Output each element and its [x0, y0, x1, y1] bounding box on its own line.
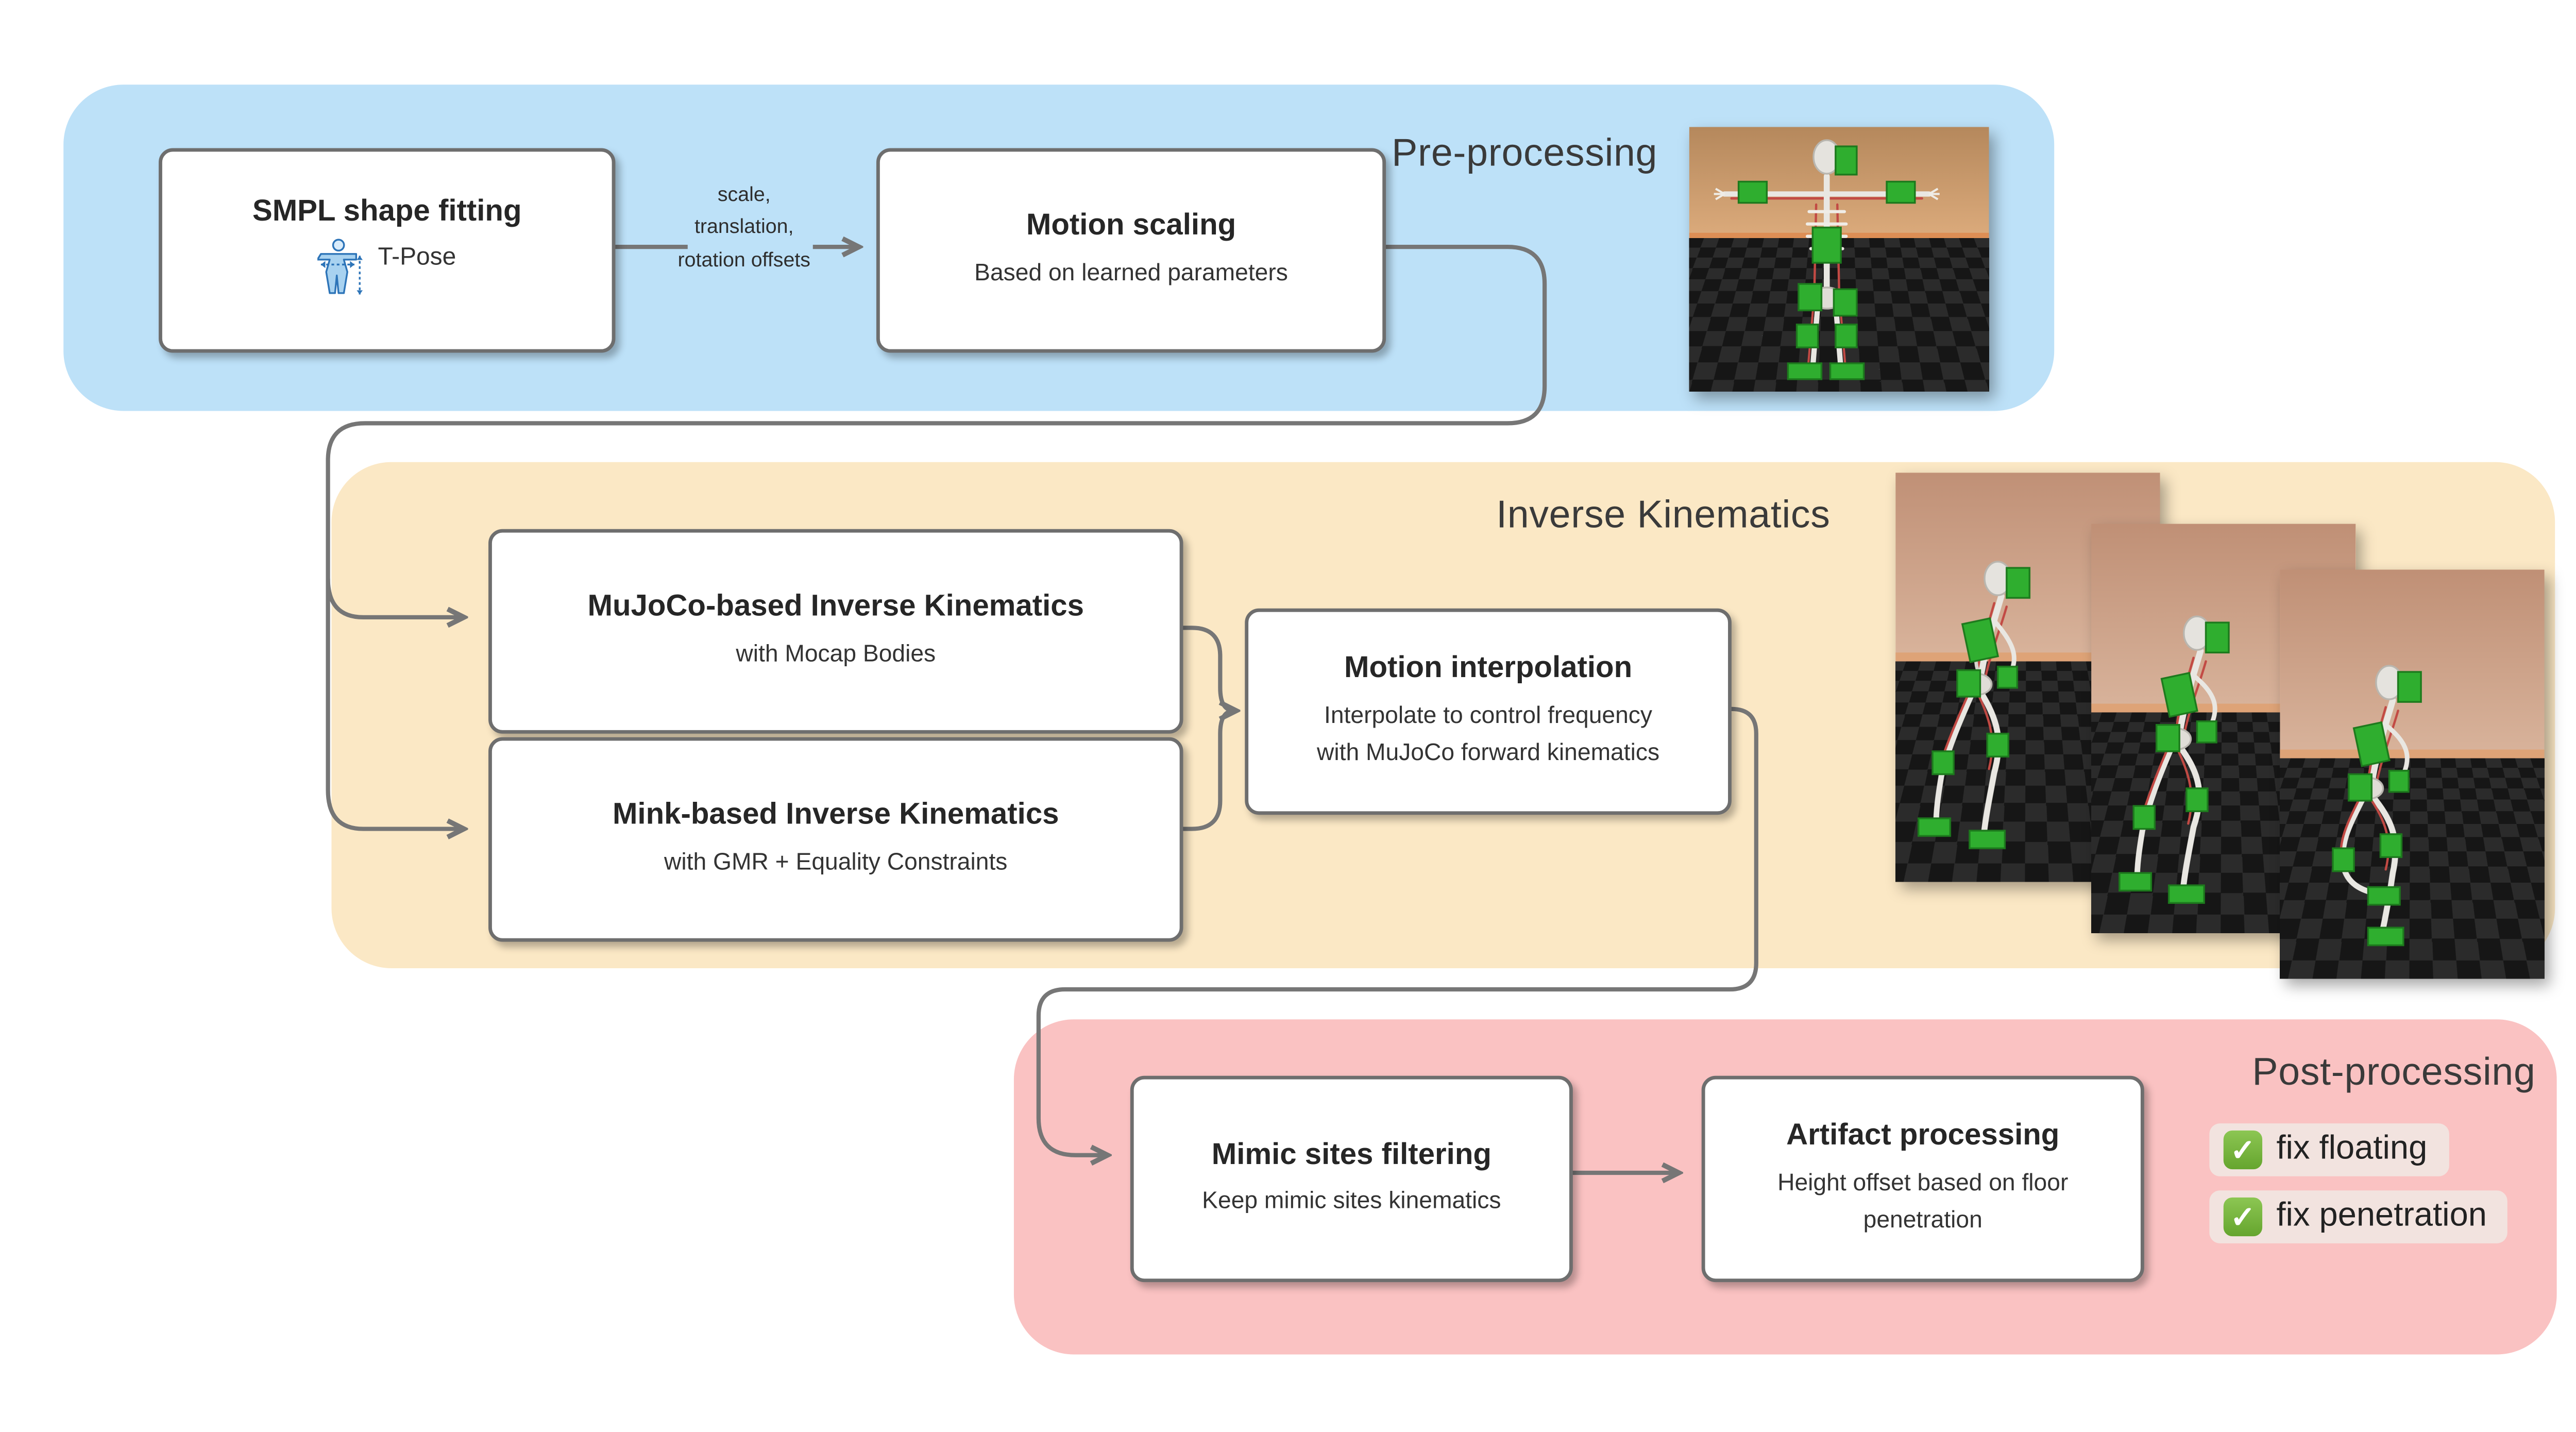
- postprocessing-label: Post-processing: [2252, 1049, 2536, 1093]
- tpose-skeleton-render: [1689, 127, 1989, 392]
- motion-interpolation-title: Motion interpolation: [1344, 651, 1633, 685]
- walking-skeleton-render-2: [2091, 524, 2356, 933]
- motion-interpolation-box: Motion interpolation Interpolate to cont…: [1245, 608, 1732, 815]
- mink-ik-box: Mink-based Inverse Kinematics with GMR +…: [488, 737, 1183, 942]
- inverse-kinematics-label: Inverse Kinematics: [1496, 492, 1831, 536]
- scale-translation-offsets-label: scale, translation, rotation offsets: [677, 185, 811, 272]
- walking-skeleton-render-3: [2280, 569, 2545, 979]
- tpose-skeleton-figure: [1714, 139, 1940, 380]
- smpl-box-caption: T-Pose: [378, 241, 456, 269]
- mujoco-ik-box: MuJoCo-based Inverse Kinematics with Moc…: [488, 529, 1183, 734]
- fix-penetration-badge: fix penetration: [2209, 1190, 2509, 1243]
- smpl-shape-fitting-box: SMPL shape fitting T-Pose: [159, 148, 616, 353]
- preprocessing-label: Pre-processing: [1392, 130, 1658, 175]
- mimic-sites-subtitle: Keep mimic sites kinematics: [1202, 1187, 1501, 1214]
- mujoco-ik-title: MuJoCo-based Inverse Kinematics: [587, 589, 1084, 624]
- mimic-sites-title: Mimic sites filtering: [1211, 1137, 1492, 1171]
- fix-floating-badge: fix floating: [2209, 1123, 2449, 1176]
- walking-skeleton-figure: [2119, 615, 2230, 904]
- motion-interpolation-subtitle: Interpolate to control frequency with Mu…: [1317, 701, 1660, 765]
- mink-ik-title: Mink-based Inverse Kinematics: [612, 797, 1059, 831]
- smpl-box-title: SMPL shape fitting: [252, 194, 522, 228]
- motion-scaling-box: Motion scaling Based on learned paramete…: [876, 148, 1386, 353]
- fix-penetration-label: fix penetration: [2276, 1197, 2487, 1235]
- mink-ik-subtitle: with GMR + Equality Constraints: [664, 848, 1008, 874]
- motion-scaling-subtitle: Based on learned parameters: [974, 259, 1288, 285]
- check-icon: [2223, 1197, 2263, 1237]
- motion-scaling-title: Motion scaling: [1026, 208, 1236, 242]
- check-icon: [2223, 1130, 2263, 1170]
- walking-skeleton-figure: [1917, 561, 2031, 849]
- t-pose-icon: [317, 238, 364, 306]
- mimic-sites-filtering-box: Mimic sites filtering Keep mimic sites k…: [1130, 1075, 1573, 1283]
- artifact-processing-box: Artifact processing Height offset based …: [1701, 1075, 2144, 1283]
- artifact-processing-subtitle: Height offset based on floor penetration: [1777, 1169, 2069, 1233]
- artifact-processing-title: Artifact processing: [1786, 1118, 2060, 1152]
- walking-skeleton-figure: [2332, 665, 2422, 947]
- mujoco-ik-subtitle: with Mocap Bodies: [736, 639, 936, 667]
- fix-floating-label: fix floating: [2276, 1130, 2428, 1168]
